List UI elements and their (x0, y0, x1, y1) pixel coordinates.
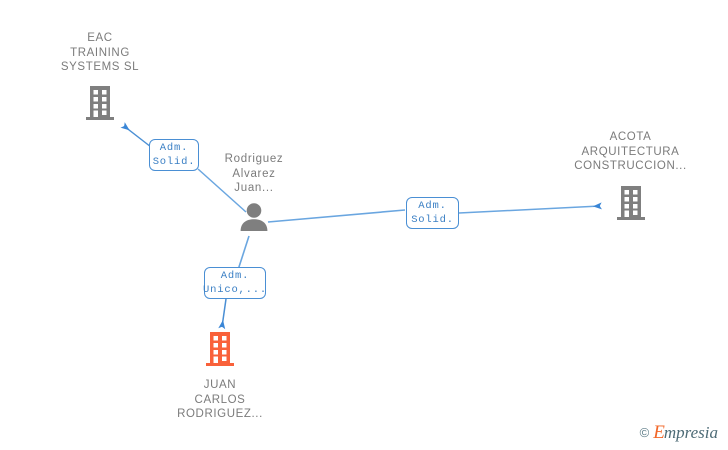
building-icon[interactable] (160, 330, 280, 368)
relation-label-adm-solid-acota[interactable]: Adm. Solid. (406, 197, 459, 229)
person-icon[interactable] (198, 202, 310, 232)
node-company-juan-carlos[interactable]: JUAN CARLOS RODRIGUEZ... (160, 330, 280, 422)
relation-label-adm-unico[interactable]: Adm. Unico,... (203, 267, 266, 299)
node-label-eac: EAC TRAINING SYSTEMS SL (60, 32, 140, 73)
building-icon[interactable] (553, 184, 708, 222)
node-person-rodriguez[interactable]: Rodriguez Alvarez Juan... (198, 152, 310, 232)
brand-name: mpresia (663, 423, 718, 442)
brand-initial: E (653, 422, 665, 443)
copyright-icon: © (639, 425, 650, 440)
node-label-acota: ACOTA ARQUITECTURA CONSTRUCCION... (574, 131, 687, 172)
watermark-empresia: © E mpresia (640, 423, 718, 442)
relation-label-adm-solid-eac[interactable]: Adm. Solid. (149, 139, 199, 171)
node-company-eac[interactable]: EAC TRAINING SYSTEMS SL (40, 31, 160, 122)
building-icon[interactable] (40, 84, 160, 122)
node-label-person: Rodriguez Alvarez Juan... (224, 153, 284, 194)
node-company-acota[interactable]: ACOTA ARQUITECTURA CONSTRUCCION... (553, 130, 708, 222)
node-label-juan-carlos: JUAN CARLOS RODRIGUEZ... (177, 379, 263, 420)
